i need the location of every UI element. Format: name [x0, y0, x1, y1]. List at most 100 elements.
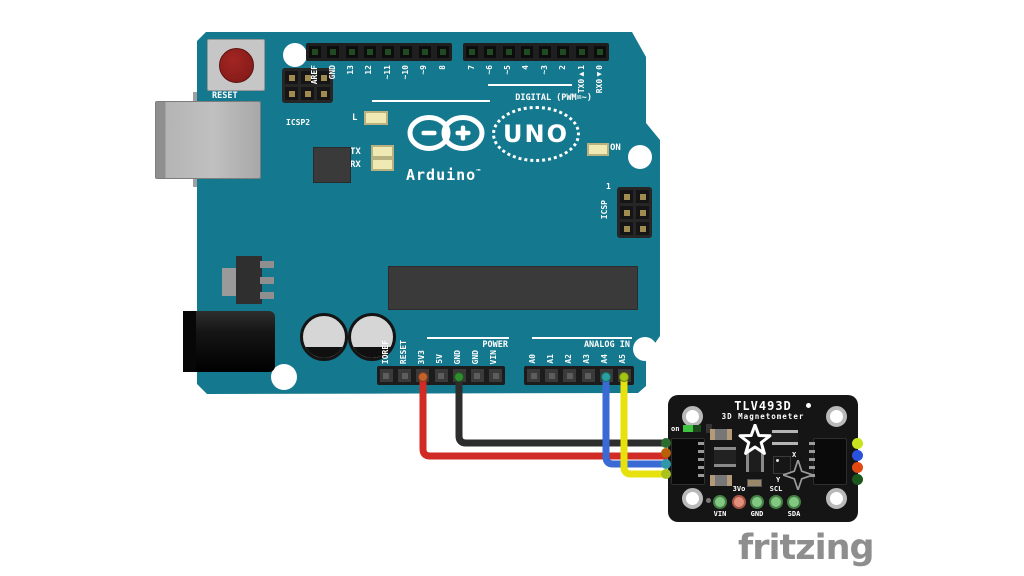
wire-terminal-black: [661, 438, 671, 448]
smd-regulator-chip: [714, 447, 736, 467]
pad-gnd[interactable]: [750, 495, 764, 509]
analog-caption: ANALOG IN: [583, 340, 630, 350]
usb-interface-chip: [313, 147, 351, 183]
yellow-wire: [620, 374, 670, 478]
wire-end-a5: [619, 372, 629, 382]
pad-sda[interactable]: [787, 495, 801, 509]
led-rx: [371, 158, 394, 171]
blue-wire: [602, 374, 670, 468]
digital-caption: DIGITAL (PWM=~): [515, 93, 592, 103]
usb-connector: [155, 101, 261, 179]
stemma-qt-port-right[interactable]: [813, 438, 847, 485]
arduino-brand: Arduino™: [406, 166, 482, 184]
axis-compass-icon: [783, 460, 813, 490]
pin-a2: [563, 369, 577, 382]
silkscreen-line: [532, 337, 632, 339]
silkscreen-line: [372, 100, 490, 102]
pad-3vo[interactable]: [732, 495, 746, 509]
wire-end-a4: [601, 372, 611, 382]
pad-vin[interactable]: [713, 495, 727, 509]
icsp-pin: [620, 222, 633, 235]
pad-label: 3Vo: [732, 485, 746, 493]
pin-reset: [398, 369, 412, 382]
voltage-regulator-tab: [222, 268, 238, 296]
regulator-pin: [260, 292, 274, 299]
silkscreen-line: [488, 84, 572, 86]
connector-contact: [698, 458, 704, 461]
silkscreen-line: [427, 337, 509, 339]
axis-x-label: X: [792, 451, 797, 459]
port-pin-gnd: [852, 474, 863, 485]
icsp-pin: [620, 190, 633, 203]
pin-a3: [581, 369, 595, 382]
pin-gnd-top: [327, 46, 340, 58]
reset-button[interactable]: [207, 39, 265, 91]
icsp-pin: [636, 206, 649, 219]
regulator-pin: [260, 261, 274, 268]
pin-vin: [489, 369, 503, 382]
icsp2-pin: [317, 71, 330, 84]
capacitor: [300, 313, 348, 361]
connector-contact: [809, 458, 815, 461]
pad-label: SCL: [769, 485, 783, 493]
pad-label: VIN: [713, 510, 727, 518]
magnetometer-sensor-chip: [746, 446, 764, 472]
mounting-hole: [271, 364, 297, 390]
port-pin-scl: [852, 438, 863, 449]
connector-contact: [698, 450, 704, 453]
power-jack: [183, 311, 275, 372]
pin-gnd2: [470, 369, 484, 382]
power-jack-face: [183, 311, 196, 372]
axis-y-label: Y: [776, 476, 781, 484]
fritzing-logo: fritzing: [738, 528, 875, 568]
connector-contact: [698, 442, 704, 445]
led-on-label: ON: [610, 143, 621, 153]
port-pin-vin: [852, 462, 863, 473]
wire-end-gnd: [454, 372, 464, 382]
pin-a1: [545, 369, 559, 382]
on-led-label: on: [671, 425, 680, 433]
icsp-pin: [636, 222, 649, 235]
stemma-qt-port-left[interactable]: [671, 438, 705, 485]
power-led-body: [693, 425, 701, 432]
capacitor: [348, 313, 396, 361]
pin-3: [539, 46, 552, 58]
pin-aref: [309, 46, 321, 58]
breakout-subtitle: 3D Magnetometer: [721, 412, 805, 421]
mounting-hole: [826, 488, 847, 509]
icsp-pin1-label: 1: [606, 182, 611, 191]
icsp2-pin: [285, 71, 298, 84]
pad-label: GND: [750, 510, 764, 518]
atmega-chip: [388, 266, 638, 310]
black-wire: [455, 374, 670, 447]
pad-label: SDA: [787, 510, 801, 518]
mounting-hole: [826, 406, 847, 427]
pin-ioref: [380, 369, 393, 382]
icsp-header: [617, 187, 652, 238]
pin-2: [557, 46, 570, 58]
wire-terminal-red: [661, 448, 671, 458]
ic-pin1-dot: [776, 459, 779, 462]
mounting-hole: [682, 488, 703, 509]
pad-scl[interactable]: [769, 495, 783, 509]
led-l: [364, 111, 388, 125]
arduino-logo-icon: [407, 115, 485, 151]
icsp2-pin: [301, 71, 314, 84]
digital-header-low: [463, 43, 609, 61]
icsp2-header: [282, 68, 333, 103]
pin-10: [400, 46, 413, 58]
connector-contact: [809, 442, 815, 445]
power-caption: POWER: [482, 340, 508, 350]
pin-6: [484, 46, 497, 58]
model-name: UNO: [503, 120, 569, 148]
mounting-hole: [283, 43, 307, 67]
reset-button-cap[interactable]: [219, 48, 254, 83]
icsp-pin: [636, 190, 649, 203]
silkscreen-dot: [806, 403, 811, 408]
wire-terminal-blue: [661, 459, 671, 469]
pin-13: [345, 46, 358, 58]
led-on: [587, 143, 609, 156]
pin-5: [502, 46, 515, 58]
breakout-title: TLV493D: [734, 399, 792, 413]
